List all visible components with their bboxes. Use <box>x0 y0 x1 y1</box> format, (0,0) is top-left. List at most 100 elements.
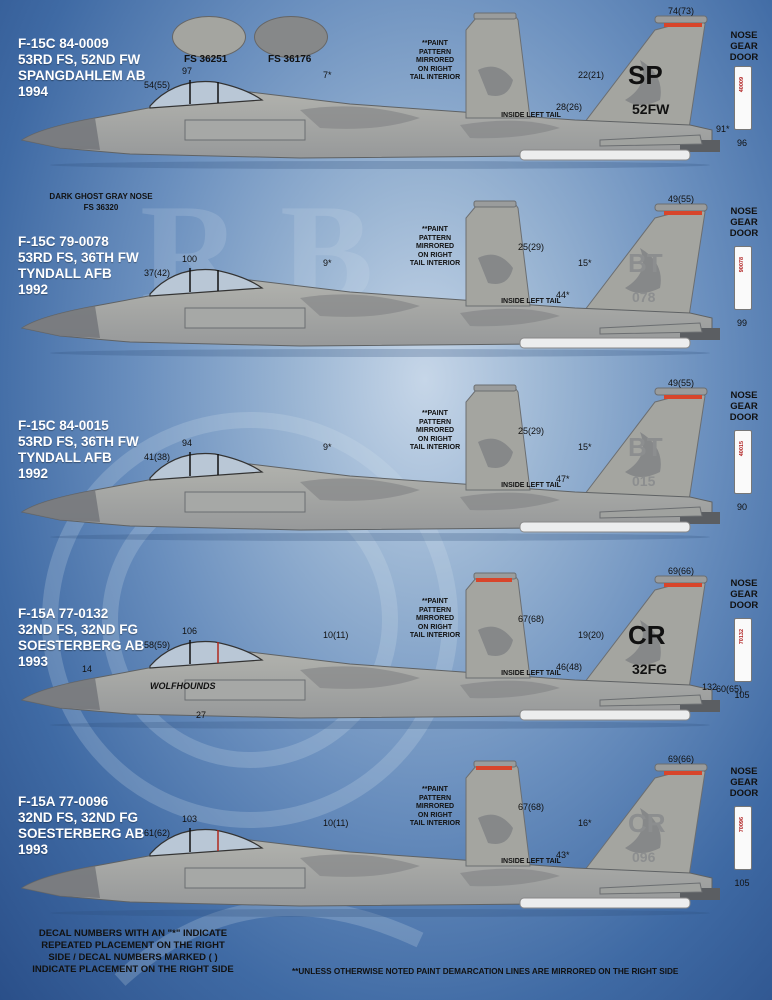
canopy <box>149 80 264 109</box>
callout-fin_low: 47* <box>556 474 570 484</box>
inside-tail-diagram <box>465 572 531 679</box>
title-line: 32ND FS, 32ND FG <box>18 810 139 825</box>
title-line: 53RD FS, 36TH FW <box>18 250 139 265</box>
nose-gear-callout: 90 <box>736 502 747 512</box>
fin-cap <box>654 387 708 396</box>
callout-spine: 7* <box>323 70 332 80</box>
fin-cap <box>654 763 708 772</box>
callout-canopy_top: 106 <box>182 626 198 636</box>
note-line: **PAINT <box>422 410 448 417</box>
fuselage-camo <box>460 492 560 511</box>
callout-nose_low: 27 <box>196 710 207 720</box>
intake <box>184 119 306 141</box>
callout-canopy_top: 94 <box>182 438 193 448</box>
note-line: ON RIGHT <box>417 251 453 259</box>
title-line: 53RD FS, 36TH FW <box>18 434 139 449</box>
callout-canopy: 54(55) <box>144 80 171 90</box>
tail-code: CR <box>628 620 666 650</box>
fuel-tank <box>519 149 691 161</box>
radome <box>22 118 100 150</box>
title-line: 53RD FS, 52ND FW <box>18 52 141 67</box>
note-line: PATTERN <box>418 606 452 614</box>
callout-spine: 9* <box>323 258 332 268</box>
note-line: PATTERN <box>418 234 452 242</box>
callout-fin_top: 69(66) <box>668 566 695 576</box>
inside-tail-diagram <box>465 760 531 867</box>
callout-fin_code: 15* <box>578 442 592 452</box>
nose-gear-door-decal: 90078 <box>734 246 752 310</box>
fuselage-camo <box>300 478 420 501</box>
title-line: TYNDALL AFB <box>18 450 112 465</box>
fuel-tank <box>519 521 691 533</box>
inside-tail-diagram <box>465 12 531 119</box>
callout-fin_code: 15* <box>578 258 592 268</box>
color-swatch-fs36176 <box>254 16 328 58</box>
title-line: 1993 <box>18 842 49 857</box>
aircraft-shadow <box>50 909 710 917</box>
tail-subtext: 52FW <box>632 101 670 117</box>
nose-art-wolfhounds: WOLFHOUNDS <box>150 681 216 691</box>
callout-inset: 25(29) <box>518 426 545 436</box>
ngd-line: DOOR <box>729 412 759 423</box>
aircraft-shadow <box>50 533 710 541</box>
fin-stripe <box>664 23 702 27</box>
note-line: **PAINT <box>422 226 448 233</box>
door-number: 70096 <box>739 817 745 833</box>
ngd-line: GEAR <box>730 401 758 412</box>
tail-camo <box>625 432 661 477</box>
callout-fin_code: 22(21) <box>578 70 605 80</box>
radome <box>22 678 100 710</box>
intake <box>184 307 306 329</box>
callout-canopy: 58(59) <box>144 640 171 650</box>
tail-camo <box>625 620 661 665</box>
callout-spine: 10(11) <box>323 818 349 828</box>
fuselage-camo <box>300 294 420 317</box>
fuselage-camo <box>300 666 420 689</box>
ngd-line: DOOR <box>729 52 759 63</box>
ngd-line: NOSE <box>730 578 758 589</box>
fin-cap <box>654 575 708 584</box>
title-line: F-15A 77-0096 <box>18 794 109 809</box>
callout-inset: 67(68) <box>518 802 545 812</box>
nose-gear-door-decal: 70096 <box>734 806 752 870</box>
f15-side-profile <box>20 387 720 541</box>
note-line: ON RIGHT <box>417 811 453 819</box>
fin-stripe <box>664 211 702 215</box>
callout-tail_end: 60(65) <box>716 684 743 694</box>
note-line: PATTERN <box>418 418 452 426</box>
f15-side-profile <box>20 575 720 729</box>
fin-stripe <box>664 583 702 587</box>
nose-gear-callout: 105 <box>734 690 750 700</box>
fuel-tank <box>519 337 691 349</box>
canopy <box>149 640 264 669</box>
ngd-line: GEAR <box>730 217 758 228</box>
callout-fin_top: 49(55) <box>668 194 695 204</box>
inside-left-tail-label: INSIDE LEFT TAIL <box>501 858 561 865</box>
swatch-label-fs36176: FS 36176 <box>268 54 312 65</box>
callout-canopy: 61(62) <box>144 828 171 838</box>
tail-camo <box>625 808 661 853</box>
fuel-tank <box>519 897 691 909</box>
callout-tail_serial: 132 <box>702 682 718 692</box>
note-line: TAIL INTERIOR <box>409 632 461 639</box>
fuselage-camo <box>460 680 560 699</box>
aircraft-shadow <box>50 349 710 357</box>
ngd-line: DOOR <box>729 600 759 611</box>
note-line: **PAINT <box>422 786 448 793</box>
tail-subtext: 32FG <box>632 661 668 677</box>
callout-tail_end: 91* <box>716 124 730 134</box>
callout-fin_top: 69(66) <box>668 754 695 764</box>
inside-left-tail-label: INSIDE LEFT TAIL <box>501 112 561 119</box>
note-line: TAIL INTERIOR <box>409 820 461 827</box>
